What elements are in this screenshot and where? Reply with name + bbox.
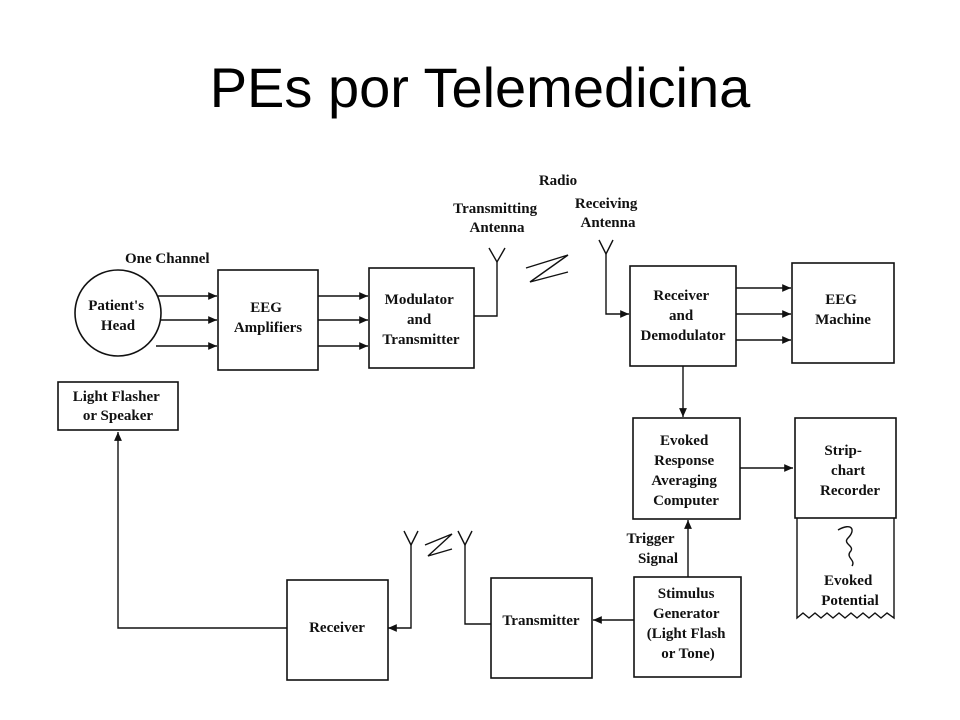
trigger-signal-label: Trigger Signal	[626, 531, 678, 567]
rx-antenna-line	[605, 254, 629, 318]
page-title: PEs por Telemedicina	[209, 56, 751, 119]
radio-label: Radio	[539, 173, 577, 189]
evoked-potential-label: Evoked Potential	[821, 573, 879, 609]
evoked-waveform-icon	[837, 526, 854, 567]
tx-antenna-line-2	[464, 545, 491, 625]
eeg-machine-label: EEG Machine	[815, 292, 871, 328]
rx-antenna-line-2	[388, 545, 412, 632]
rx-antenna-icon	[598, 239, 614, 256]
modulator-node	[368, 267, 475, 369]
tx-antenna-icon	[488, 247, 506, 264]
patient-head-node	[74, 269, 162, 357]
radio-wave-icon-2	[424, 533, 453, 557]
tx-antenna-label: Transmitting Antenna	[453, 201, 541, 236]
rx-antenna-label: Receiving Antenna	[575, 196, 641, 231]
arrow-receiver-flasher	[114, 432, 287, 629]
transmitter-label: Transmitter	[502, 613, 580, 629]
averaging-computer-label: Evoked Response Averaging Computer	[651, 433, 720, 509]
stimulus-generator-label: Stimulus Generator (Light Flash or Tone)	[647, 586, 730, 662]
averaging-computer-node	[632, 417, 741, 520]
transmitter-node	[490, 577, 593, 679]
strip-chart-node	[794, 417, 897, 519]
receiver-node	[286, 579, 389, 681]
radio-wave-icon	[525, 254, 569, 283]
light-flasher-label: Light Flasher or Speaker	[73, 389, 164, 424]
strip-chart-label: Strip- chart Recorder	[820, 443, 880, 499]
tx-antenna-icon-2	[457, 530, 473, 547]
receiver-label: Receiver	[309, 620, 365, 636]
eeg-amplifiers-label: EEG Amplifiers	[234, 300, 302, 336]
rx-antenna-icon-2	[403, 530, 419, 547]
patient-head-label: Patient's Head	[88, 298, 148, 334]
eeg-amplifiers-node	[217, 269, 319, 371]
one-channel-label: One Channel	[125, 251, 210, 267]
eeg-machine-node	[791, 262, 895, 364]
paper-strip-icon	[796, 518, 895, 620]
tx-antenna-line	[474, 262, 498, 317]
modulator-label: Modulator and Transmitter	[382, 292, 460, 348]
stimulus-generator-node	[633, 576, 742, 678]
light-flasher-node	[57, 381, 179, 431]
receiver-demodulator-label: Receiver and Demodulator	[641, 288, 726, 344]
